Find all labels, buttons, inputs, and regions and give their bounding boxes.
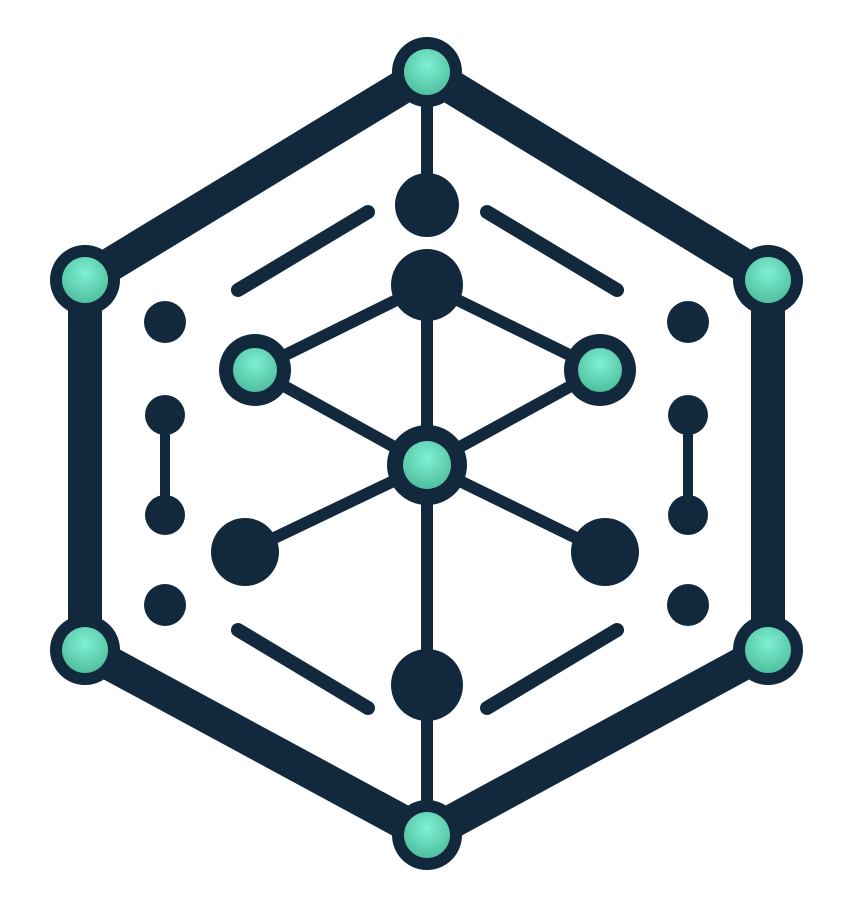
teal-vertex-node [745,627,791,673]
teal-vertex-node [745,257,791,303]
dash-line [480,205,624,297]
teal-vertex-node [62,627,108,673]
teal-vertex-node [404,812,450,858]
side-dot [667,301,709,343]
dash-line [231,623,375,715]
teal-node [403,441,451,489]
dash-line [231,205,375,297]
dark-node [391,249,463,321]
side-dot [144,301,186,343]
side-dot [668,495,708,535]
teal-node [233,348,277,392]
teal-vertex-node [404,49,450,95]
dark-node [211,518,279,586]
side-dot [668,395,708,435]
side-dot [667,584,709,626]
dark-node [391,649,463,721]
teal-node [578,348,622,392]
dark-node [571,518,639,586]
side-dot [144,584,186,626]
side-dot [145,495,185,535]
dark-node [395,173,459,237]
dash-line [480,623,624,715]
side-dot [145,395,185,435]
teal-vertex-node [62,257,108,303]
